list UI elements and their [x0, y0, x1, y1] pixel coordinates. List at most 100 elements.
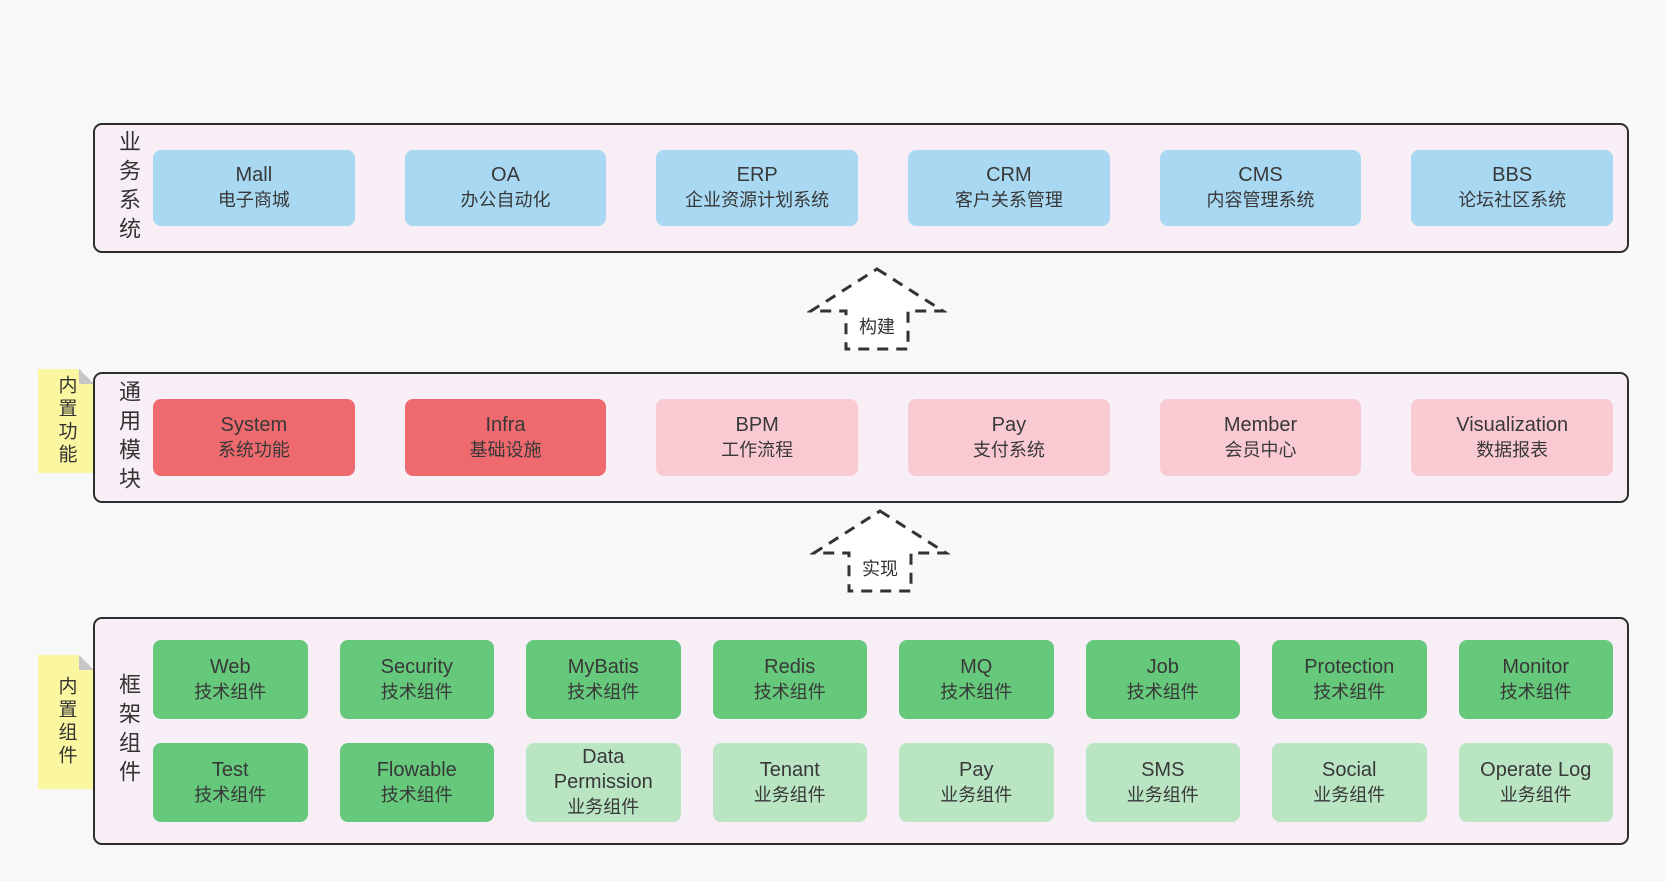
box-subtitle: 会员中心 [1224, 439, 1297, 460]
box-title: Test [211, 758, 249, 781]
box-data-permission: Data Permission 业务组件 [526, 743, 681, 822]
box-crm: CRM 客户关系管理 [908, 150, 1110, 226]
band-label: 业务系统 [116, 130, 141, 246]
box-protection: Protection 技术组件 [1272, 640, 1427, 719]
box-title: Operate Log [1480, 758, 1592, 781]
box-subtitle: 论坛社区系统 [1458, 190, 1567, 210]
box-subtitle: 技术组件 [1499, 681, 1572, 702]
box-tenant: Tenant 业务组件 [712, 743, 867, 822]
framework-components-boxes: Web 技术组件 Security 技术组件 MyBatis 技术组件 Redi… [153, 619, 1613, 843]
box-title: Pay [959, 758, 994, 781]
box-subtitle: 数据报表 [1476, 439, 1549, 460]
arrow-label: 构建 [857, 313, 897, 339]
box-subtitle: 内容管理系统 [1206, 190, 1315, 210]
box-redis: Redis 技术组件 [712, 640, 867, 719]
sticky-note-built-in-components: 内置组件 [38, 655, 94, 789]
box-title: CMS [1238, 164, 1283, 186]
box-subtitle: 客户关系管理 [954, 190, 1063, 210]
box-subtitle: 业务组件 [753, 784, 826, 805]
box-oa: OA 办公自动化 [404, 150, 607, 226]
box-subtitle: 技术组件 [380, 784, 453, 805]
box-title: Job [1146, 655, 1179, 678]
box-subtitle: 支付系统 [972, 439, 1045, 460]
business-systems-boxes: Mall 电子商城 OA 办公自动化 ERP 企业资源计划系统 CRM 客户关系… [153, 125, 1614, 251]
folded-corner [79, 655, 94, 670]
box-job: Job 技术组件 [1085, 640, 1240, 719]
box-title: Mall [235, 164, 273, 186]
common-modules-boxes: System 系统功能 Infra 基础设施 BPM 工作流程 Pay 支付系统… [153, 374, 1614, 501]
box-test: Test 技术组件 [153, 743, 308, 822]
box-title: CRM [986, 164, 1032, 186]
box-security: Security 技术组件 [339, 640, 494, 719]
build-arrow: 构建 [807, 266, 947, 352]
box-title: System [220, 413, 288, 436]
sticky-note-label: 内置功能 [55, 375, 77, 467]
box-mall: Mall 电子商城 [153, 150, 355, 226]
band-label: 框架组件 [116, 673, 141, 789]
box-title: Flowable [376, 758, 457, 781]
box-subtitle: 技术组件 [567, 681, 640, 702]
box-title: Protection [1304, 655, 1395, 678]
box-operate-log: Operate Log 业务组件 [1458, 743, 1613, 822]
box-mq: MQ 技术组件 [899, 640, 1054, 719]
box-subtitle: 技术组件 [940, 681, 1013, 702]
box-subtitle: 技术组件 [1313, 681, 1386, 702]
box-title: SMS [1141, 758, 1185, 781]
box-subtitle: 系统功能 [217, 439, 290, 460]
box-title: Web [209, 655, 251, 678]
band-common-modules: 通用模块 System 系统功能 Infra 基础设施 BPM 工作流程 Pay… [93, 372, 1629, 503]
box-system: System 系统功能 [153, 399, 355, 476]
box-title: ERP [736, 164, 778, 186]
box-subtitle: 业务组件 [940, 784, 1013, 805]
box-subtitle: 技术组件 [194, 681, 267, 702]
box-title: Data Permission [553, 746, 653, 793]
box-infra: Infra 基础设施 [404, 399, 607, 476]
box-sms: SMS 业务组件 [1085, 743, 1240, 822]
box-member: Member 会员中心 [1159, 399, 1362, 476]
box-mybatis: MyBatis 技术组件 [526, 640, 681, 719]
box-title: Security [380, 655, 453, 678]
box-title: MyBatis [567, 655, 639, 678]
box-title: Pay [991, 413, 1027, 436]
band-business-systems: 业务系统 Mall 电子商城 OA 办公自动化 ERP 企业资源计划系统 CRM… [93, 123, 1629, 253]
up-arrow-shape [810, 509, 950, 593]
box-title: Tenant [759, 758, 820, 781]
box-flowable: Flowable 技术组件 [339, 743, 494, 822]
box-title: MQ [960, 655, 993, 678]
box-title: BBS [1492, 164, 1533, 186]
box-pay: Pay 支付系统 [908, 399, 1110, 476]
box-subtitle: 技术组件 [1126, 681, 1199, 702]
box-title: Member [1223, 413, 1298, 436]
box-title: Social [1322, 758, 1377, 781]
box-erp: ERP 企业资源计划系统 [656, 150, 859, 226]
box-subtitle: 业务组件 [1499, 784, 1572, 805]
box-pay-business: Pay 业务组件 [899, 743, 1054, 822]
box-web: Web 技术组件 [153, 640, 308, 719]
box-subtitle: 技术组件 [194, 784, 267, 805]
sticky-note-built-in-features: 内置功能 [38, 369, 94, 473]
box-subtitle: 企业资源计划系统 [685, 190, 830, 210]
box-subtitle: 工作流程 [721, 439, 794, 460]
box-subtitle: 业务组件 [1126, 784, 1199, 805]
box-title: BPM [735, 413, 779, 436]
box-title: Visualization [1456, 413, 1569, 436]
box-subtitle: 技术组件 [753, 681, 826, 702]
box-subtitle: 业务组件 [567, 797, 640, 817]
box-title: OA [491, 164, 520, 186]
box-monitor: Monitor 技术组件 [1458, 640, 1613, 719]
up-arrow-shape [807, 267, 947, 351]
box-title: Infra [485, 413, 526, 436]
box-bbs: BBS 论坛社区系统 [1411, 150, 1614, 226]
box-subtitle: 基础设施 [469, 439, 542, 460]
box-cms: CMS 内容管理系统 [1159, 150, 1362, 226]
band-label: 通用模块 [116, 379, 141, 496]
box-subtitle: 电子商城 [217, 190, 290, 210]
box-subtitle: 办公自动化 [460, 190, 551, 210]
box-social: Social 业务组件 [1272, 743, 1427, 822]
box-bpm: BPM 工作流程 [656, 399, 859, 476]
band-framework-components: 框架组件 Web 技术组件 Security 技术组件 MyBatis 技术组件… [93, 617, 1629, 845]
implement-arrow: 实现 [810, 508, 950, 594]
box-title: Monitor [1502, 655, 1570, 678]
sticky-note-label: 内置组件 [55, 676, 77, 768]
box-title: Redis [764, 655, 816, 678]
